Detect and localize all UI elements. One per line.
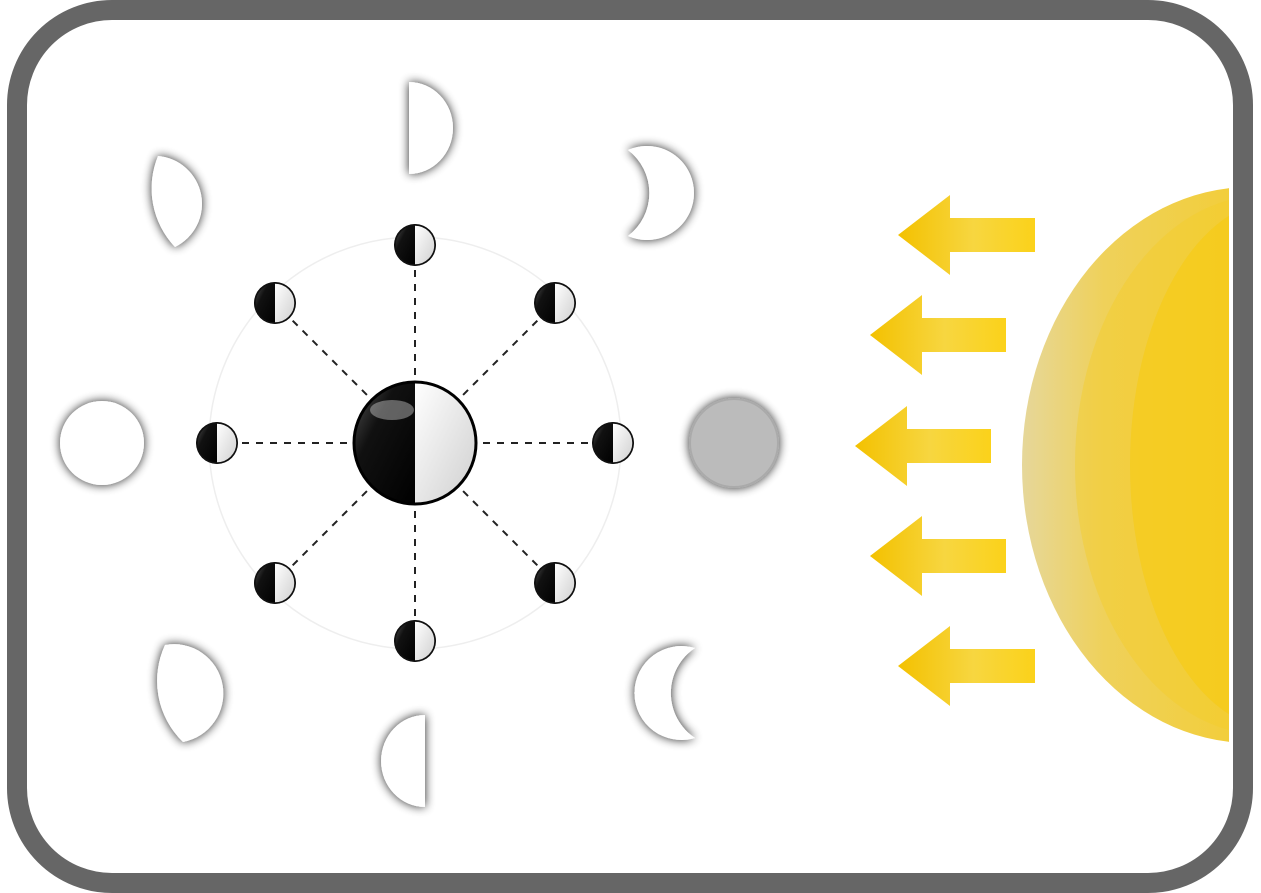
- orbit-moon: [254, 562, 296, 604]
- orbit-moon: [196, 422, 238, 464]
- orbit-moon: [394, 620, 436, 662]
- phase-new-moon: [690, 399, 778, 487]
- orbit-moon: [254, 282, 296, 324]
- orbit-moon: [394, 224, 436, 266]
- phase-full-moon: [60, 401, 144, 485]
- orbit-moon: [592, 422, 634, 464]
- orbit-moon: [534, 282, 576, 324]
- earth: [354, 382, 476, 504]
- orbit-moon: [534, 562, 576, 604]
